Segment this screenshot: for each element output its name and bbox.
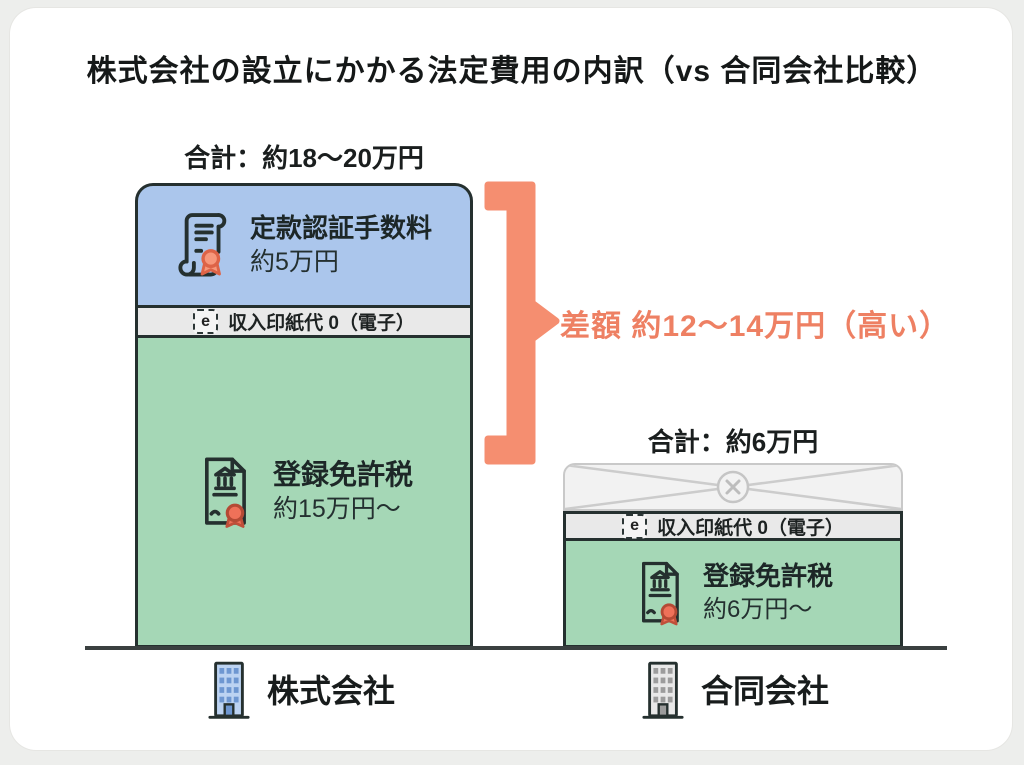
gk-reg-tax-label: 登録免許税 xyxy=(702,561,833,592)
axis-baseline xyxy=(85,646,947,650)
office-building-icon xyxy=(642,661,684,719)
kk-cert-fee-segment: 定款認証手数料 約5万円 xyxy=(135,183,473,308)
kk-legend-label: 株式会社 xyxy=(267,673,396,709)
tax-document-icon xyxy=(204,456,246,528)
gk-legend: 合同会社 xyxy=(641,660,829,720)
e-stamp-icon: e xyxy=(622,513,648,539)
gk-total-label: 合計：約6万円 xyxy=(647,427,819,457)
gk-stacked-bar: e 収入印紙代 0（電子） 登録免許税 約6万円〜 xyxy=(563,463,903,648)
kk-stacked-bar: 定款認証手数料 約5万円 e 収入印紙代 0（電子） 登録免許税 約15万円〜 xyxy=(135,183,473,648)
rosette-seal xyxy=(225,503,245,522)
gk-reg-tax-value: 約6万円〜 xyxy=(702,596,813,624)
page-title: 株式会社の設立にかかる法定費用の内訳（vs 合同会社比較） xyxy=(86,55,938,88)
difference-label: 差額 約12〜14万円（高い） xyxy=(560,310,951,343)
kk-reg-tax-segment: 登録免許税 約15万円〜 xyxy=(135,338,473,648)
gk-reg-tax-segment: 登録免許税 約6万円〜 xyxy=(563,541,903,648)
gk-cert-fee-crossed-segment xyxy=(563,463,903,511)
rosette-seal xyxy=(660,603,678,621)
difference-bracket xyxy=(484,181,560,465)
gk-legend-label: 合同会社 xyxy=(701,673,830,709)
kk-reg-tax-label: 登録免許税 xyxy=(272,459,413,491)
gk-stamp-segment: e 収入印紙代 0（電子） xyxy=(563,511,903,541)
kk-total-label: 合計：約18〜20万円 xyxy=(184,143,424,173)
office-building-icon xyxy=(208,661,250,719)
kk-reg-tax-value: 約15万円〜 xyxy=(272,495,401,524)
kk-stamp-segment: e 収入印紙代 0（電子） xyxy=(135,308,473,338)
ribbon-seal xyxy=(201,248,221,268)
crossed-out-icon xyxy=(565,465,901,509)
kk-stamp-label: 収入印紙代 0（電子） xyxy=(228,313,415,334)
tax-document-icon xyxy=(641,561,679,626)
kk-legend: 株式会社 xyxy=(207,660,395,720)
gk-stamp-label: 収入印紙代 0（電子） xyxy=(657,517,844,539)
kk-cert-fee-label: 定款認証手数料 xyxy=(249,213,432,244)
e-stamp-icon: e xyxy=(193,309,219,334)
scroll-certificate-icon xyxy=(178,212,227,276)
kk-cert-fee-value: 約5万円 xyxy=(249,248,339,277)
